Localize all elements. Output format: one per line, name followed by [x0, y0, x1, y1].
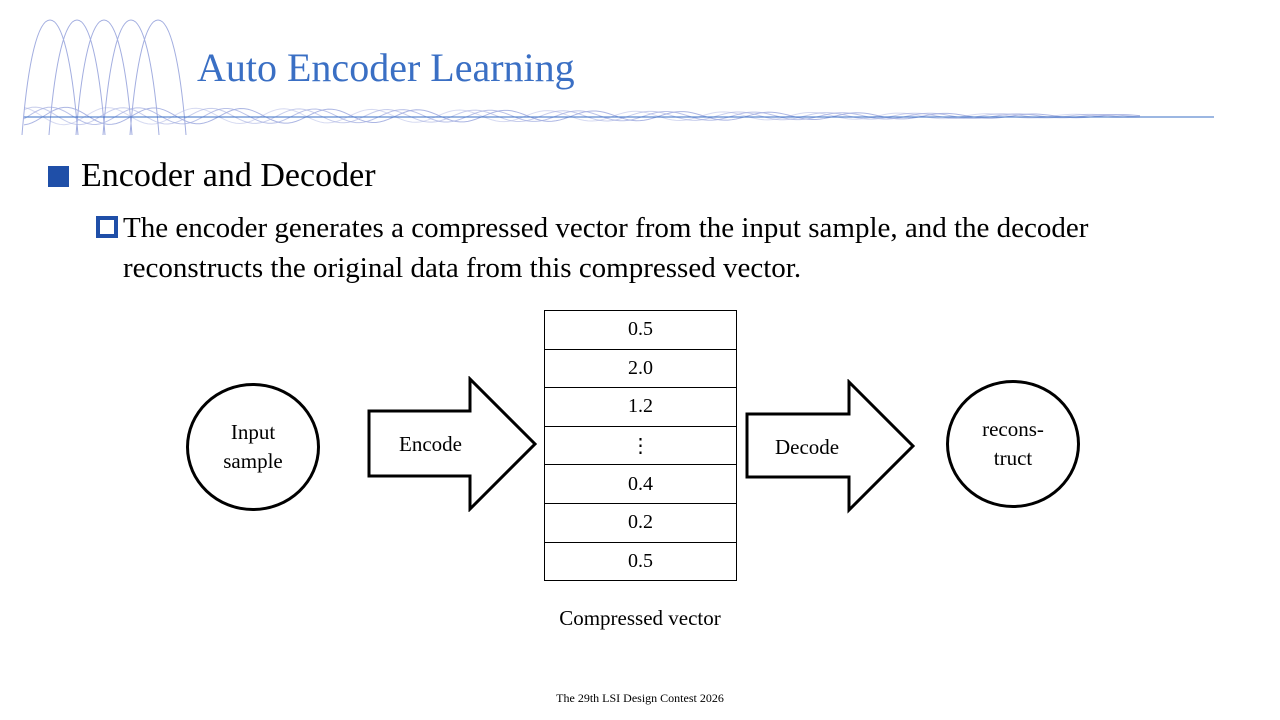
bullet-text: Encoder and Decoder — [81, 157, 376, 194]
sub-bullet-line-2: reconstructs the original data from this… — [123, 252, 802, 284]
filled-square-bullet-icon — [48, 165, 69, 187]
page-title: Auto Encoder Learning — [197, 45, 575, 90]
vector-cell: 0.5 — [544, 541, 737, 582]
hollow-square-bullet-icon — [96, 216, 118, 238]
vector-cell: ⋮ — [544, 425, 737, 466]
vector-row: 0.5 — [544, 541, 737, 582]
encode-arrow — [367, 376, 538, 512]
encode-label: Encode — [399, 432, 462, 456]
compressed-vector-caption: Compressed vector — [559, 606, 721, 630]
vector-cell: 0.5 — [544, 310, 737, 350]
vector-row: 0.2 — [544, 502, 737, 543]
vector-cell: 1.2 — [544, 387, 737, 427]
footer-text: The 29th LSI Design Contest 2026 — [556, 691, 724, 705]
vector-row: 1.2 — [544, 387, 737, 427]
vector-cell: 0.4 — [544, 464, 737, 504]
input-sample-node: Input sample — [186, 383, 320, 511]
sub-bullet-text: The encoder generates a compressed vecto… — [123, 208, 1188, 288]
input-node-line-2: sample — [223, 449, 283, 473]
output-node-line-1: recons- — [982, 417, 1044, 441]
vector-row: 2.0 — [544, 348, 737, 389]
header-wave-decoration — [21, 19, 1214, 136]
vector-row: 0.4 — [544, 464, 737, 504]
sub-bullet-line-1: The encoder generates a compressed vecto… — [123, 212, 1089, 244]
reconstruct-node: recons- truct — [946, 380, 1080, 508]
vector-row: 0.5 — [544, 310, 737, 350]
vector-cell: 0.2 — [544, 502, 737, 543]
bullet-encoder-decoder: Encoder and Decoder — [48, 157, 376, 195]
input-node-line-1: Input — [230, 420, 276, 444]
decode-arrow — [745, 379, 916, 514]
decode-label: Decode — [775, 435, 840, 459]
vector-row: ⋮ — [544, 425, 737, 466]
output-node-line-2: truct — [993, 446, 1033, 470]
vector-cell: 2.0 — [544, 348, 737, 389]
